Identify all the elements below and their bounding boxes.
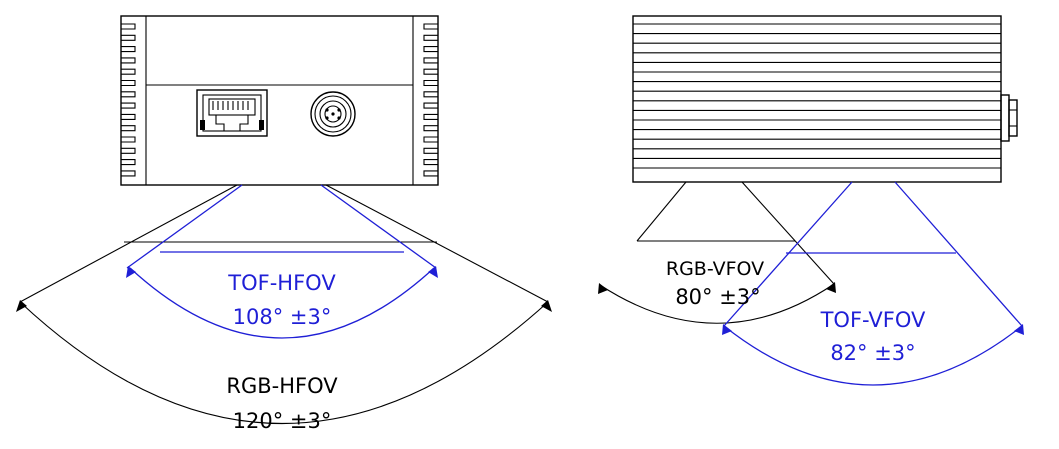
fin-slot xyxy=(423,159,438,166)
fin-slot xyxy=(423,102,438,109)
ethernet-port xyxy=(196,89,268,137)
fin-slot xyxy=(423,79,438,87)
fin-slot xyxy=(121,68,136,75)
fin-slot xyxy=(121,147,136,154)
tof-vfov-cone xyxy=(722,181,1024,386)
front-view: TOF-HFOV 108° ±3° RGB-HFOV 120° ±3° xyxy=(16,15,552,433)
fin-slot xyxy=(121,46,136,53)
rgb-hfov-angle: 120° ±3° xyxy=(233,409,332,433)
fin-slot xyxy=(423,147,438,154)
tof-vfov-angle: 82° ±3° xyxy=(830,341,915,365)
fin-slot xyxy=(423,91,438,98)
side-fins xyxy=(633,23,1001,169)
rgb-vfov-angle: 80° ±3° xyxy=(675,285,760,309)
fin-slot xyxy=(423,136,438,143)
fin-slot xyxy=(121,79,136,87)
rgb-hfov-name: RGB-HFOV xyxy=(226,374,338,398)
fin-slot xyxy=(121,91,136,98)
fin-slot xyxy=(121,23,136,30)
side-view: RGB-VFOV 80° ±3° TOF-VFOV 82° ±3° xyxy=(598,15,1024,386)
fin-slot xyxy=(121,159,136,166)
fin-slot xyxy=(121,136,136,143)
fin-slot xyxy=(423,125,438,132)
round-connector xyxy=(310,91,356,137)
fin-slot xyxy=(121,34,136,41)
tof-hfov-angle: 108° ±3° xyxy=(233,305,332,329)
fin-slot xyxy=(121,125,136,132)
fin-slot xyxy=(423,113,438,120)
fin-slot xyxy=(121,113,136,120)
front-housing xyxy=(120,15,439,186)
fin-slot xyxy=(121,170,136,177)
fin-slot xyxy=(423,23,438,30)
rgb-vfov-name: RGB-VFOV xyxy=(666,258,764,280)
side-housing xyxy=(632,15,1002,183)
fin-slot xyxy=(423,46,438,53)
fin-slot xyxy=(121,102,136,109)
fin-slot xyxy=(423,34,438,41)
tof-vfov-name: TOF-VFOV xyxy=(820,308,926,332)
side-connector xyxy=(1000,94,1018,142)
fin-slot xyxy=(423,68,438,75)
tof-hfov-name: TOF-HFOV xyxy=(227,271,336,295)
tof-hfov-cone xyxy=(126,184,438,339)
front-fins-left xyxy=(121,23,136,177)
fin-slot xyxy=(121,57,136,64)
rgb-hfov-cone xyxy=(16,184,552,425)
rgb-vfov-cone xyxy=(598,181,836,324)
fin-slot xyxy=(423,57,438,64)
fin-slot xyxy=(423,170,438,177)
front-fins-right xyxy=(423,23,438,177)
